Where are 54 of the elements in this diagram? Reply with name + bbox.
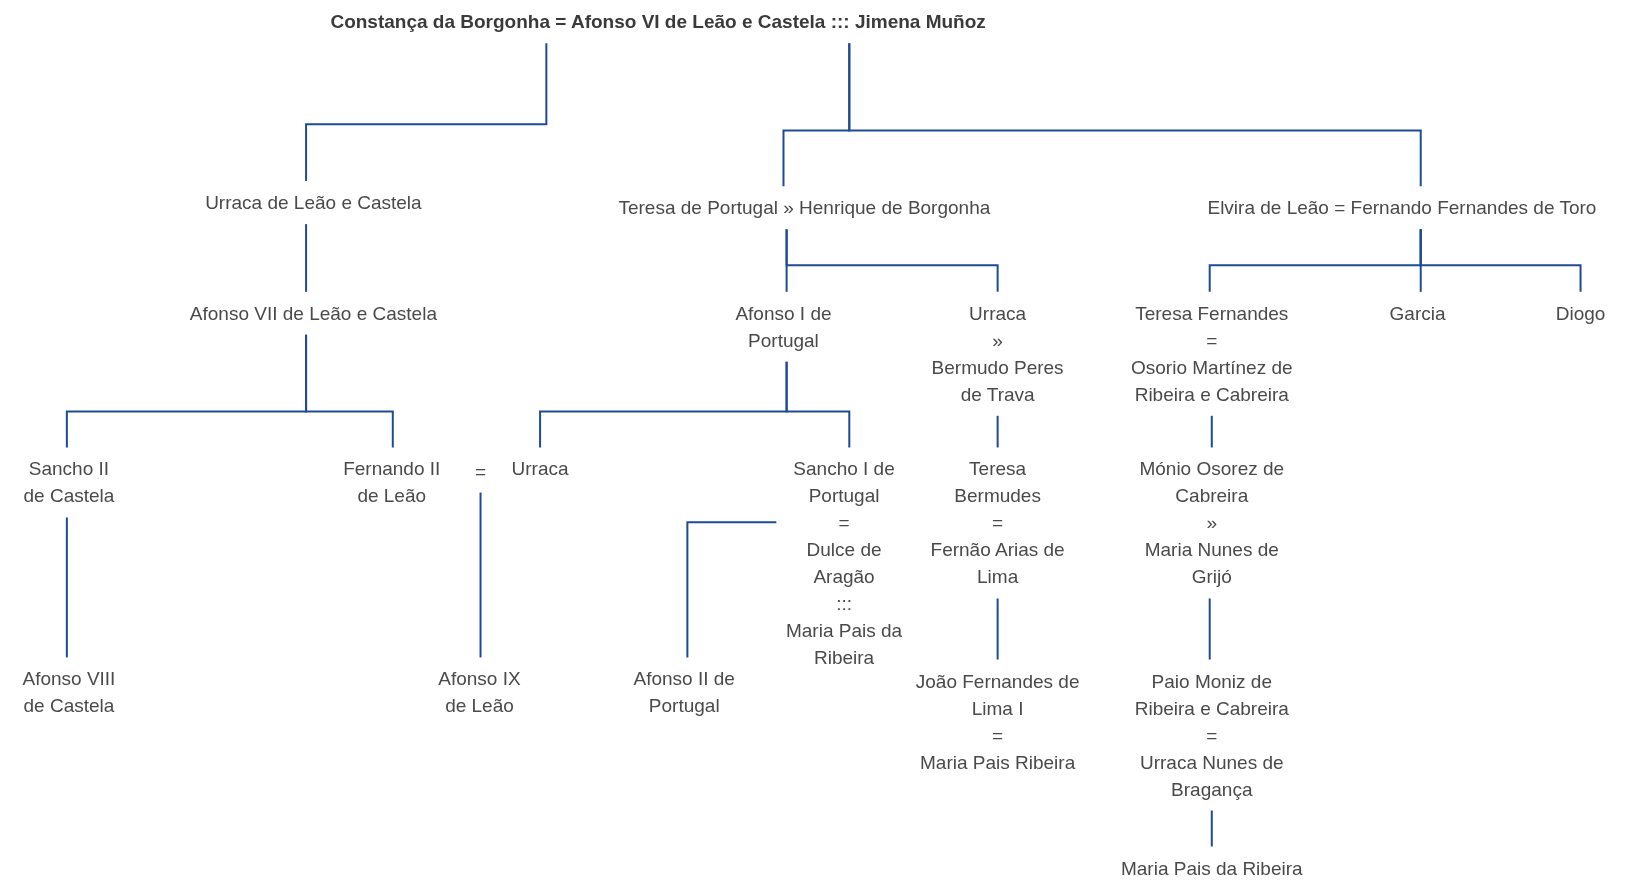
family-line xyxy=(686,521,778,659)
person-name: Maria Nunes de Grijó xyxy=(1143,538,1280,590)
person-name: Maria Pais da Ribeira xyxy=(1120,856,1303,881)
person-name: Diogo xyxy=(1555,301,1606,326)
family-line xyxy=(785,360,851,449)
person-name: » xyxy=(1205,511,1219,536)
person-name: Teresa Bermudes xyxy=(953,457,1042,509)
family-line xyxy=(996,597,999,661)
person-name: Teresa Fernandes xyxy=(1134,301,1290,326)
family-line xyxy=(1210,414,1213,449)
person-name: » xyxy=(991,328,1004,353)
family-line xyxy=(305,223,308,293)
family-line xyxy=(65,516,68,659)
person-name: Paio Moniz de Ribeira e Cabreira xyxy=(1133,669,1290,721)
family-line xyxy=(848,42,1422,188)
person-name: Afonso VII de Leão e Castela xyxy=(189,301,437,326)
person-name: Urraca xyxy=(968,301,1028,326)
person-name: = xyxy=(475,459,487,484)
person-name: Urraca de Leão e Castela xyxy=(205,191,422,216)
person-name: Sancho I de Portugal xyxy=(792,457,896,509)
person-name: = xyxy=(1205,723,1219,748)
person-name: Elvira de Leão = Fernando Fernandes de Toro xyxy=(1207,196,1597,221)
person-name: Mónio Osorez de Cabreira xyxy=(1138,457,1285,509)
person-name: ::: xyxy=(835,592,853,617)
person-name: Fernão Arias de Lima xyxy=(929,538,1066,590)
person-name: João Fernandes de Lima I xyxy=(914,669,1081,721)
person-name: Bermudo Peres de Trava xyxy=(930,355,1065,407)
family-line xyxy=(785,228,999,293)
person-name: Afonso I de Portugal xyxy=(734,301,833,353)
family-line xyxy=(479,491,482,659)
person-name: Dulce de Aragão xyxy=(805,538,883,590)
family-line xyxy=(305,333,394,449)
person-name: = xyxy=(991,511,1005,536)
person-name: Fernando II de Leão xyxy=(342,457,442,509)
person-name: Maria Pais Ribeira xyxy=(919,750,1077,775)
family-line xyxy=(305,42,548,183)
person-name: Constança da Borgonha = Afonso VI de Leão e Castela ::: Jimena Muñoz xyxy=(330,10,986,35)
family-line xyxy=(1210,809,1213,848)
family-line xyxy=(1419,228,1582,293)
person-name: = xyxy=(837,511,851,536)
person-name: Teresa de Portugal » Henrique de Borgonha xyxy=(618,196,991,221)
person-name: Afonso VIII de Castela xyxy=(21,667,117,719)
person-name: Urraca xyxy=(511,457,569,482)
family-line xyxy=(996,414,999,449)
person-name: Sancho II de Castela xyxy=(22,457,116,509)
person-name: Afonso IX de Leão xyxy=(437,667,522,719)
person-name: Afonso II de Portugal xyxy=(632,667,736,719)
person-name: Garcia xyxy=(1389,301,1446,326)
person-name: Osorio Martínez de Ribeira e Cabreira xyxy=(1130,355,1294,407)
person-name: Urraca Nunes de Bragança xyxy=(1138,750,1285,802)
person-name: = xyxy=(991,723,1005,748)
family-line xyxy=(1208,597,1211,661)
person-name: Maria Pais da Ribeira xyxy=(784,619,904,671)
person-name: = xyxy=(1205,328,1219,353)
